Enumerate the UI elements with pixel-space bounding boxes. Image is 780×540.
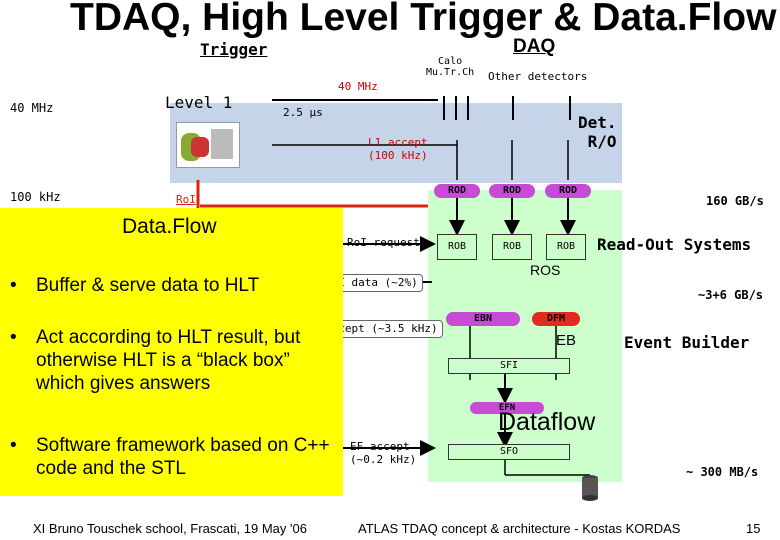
bullet-item: •Buffer & serve data to HLT bbox=[10, 275, 260, 296]
dfm-node: DFM bbox=[532, 312, 580, 326]
rod-box-1: ROD bbox=[434, 184, 480, 198]
trigger-heading: Trigger bbox=[200, 40, 268, 59]
roi-requests-label: RoI requests bbox=[347, 236, 427, 249]
bandwidth-300mbs: ~ 300 MB/s bbox=[686, 465, 759, 479]
sfo-box: SFO bbox=[448, 444, 570, 460]
rod-box-2: ROD bbox=[489, 184, 535, 198]
rob-box-3: ROB bbox=[546, 234, 586, 260]
level1-label: Level 1 bbox=[165, 93, 233, 112]
rod-box-3: ROD bbox=[545, 184, 591, 198]
rob-box-1: ROB bbox=[437, 234, 477, 260]
other-detectors-label: Other detectors bbox=[488, 70, 588, 83]
rate-40mhz-daq-label: 40 MHz bbox=[338, 80, 378, 93]
page-number: 15 bbox=[746, 521, 761, 536]
event-builder-label: Event Builder bbox=[624, 333, 750, 352]
daq-heading: DAQ bbox=[513, 36, 556, 57]
calo-mutrch-label: Calo Mu.Tr.Ch bbox=[426, 56, 475, 78]
footer-right: ATLAS TDAQ concept & architecture - Kost… bbox=[358, 521, 681, 536]
readout-systems-label: Read-Out Systems bbox=[597, 235, 752, 254]
rob-box-2: ROB bbox=[492, 234, 532, 260]
roi-data-label: RoI data (~2%) bbox=[320, 274, 423, 292]
eb-label: EB bbox=[556, 332, 577, 349]
bullet-item: •Act according to HLT result, but otherw… bbox=[10, 327, 301, 394]
latency-label: 2.5 μs bbox=[283, 106, 323, 119]
ros-label: ROS bbox=[530, 262, 561, 278]
level1-diagram-thumbnail bbox=[176, 122, 240, 168]
efn-node: EFN bbox=[470, 402, 544, 414]
dataflow-summary-panel: Data.Flow •Buffer & serve data to HLT •A… bbox=[0, 208, 343, 496]
roi-label: RoI bbox=[176, 193, 196, 206]
bullet-item: •Software framework based on C++ code an… bbox=[10, 435, 330, 479]
l1-accept-label: L1 accept (100 kHz) bbox=[368, 136, 428, 162]
rate-40mhz-label: 40 MHz bbox=[10, 101, 54, 115]
footer-left: XI Bruno Touschek school, Frascati, 19 M… bbox=[33, 521, 307, 536]
ebn-node: EBN bbox=[446, 312, 520, 326]
detector-readout-band bbox=[170, 103, 622, 183]
rate-100khz-label: 100 kHz bbox=[10, 190, 61, 204]
slide-title: TDAQ, High Level Trigger & Data.Flow bbox=[70, 0, 777, 39]
bandwidth-eb: ~3+6 GB/s bbox=[698, 288, 764, 302]
dataflow-label: Dataflow bbox=[498, 408, 596, 436]
det-ro-label: Det. R/O bbox=[578, 113, 617, 151]
ef-accept-label: EF accept (~0.2 kHz) bbox=[350, 440, 417, 466]
accept-rate-label: accept (~3.5 kHz) bbox=[320, 320, 443, 338]
panel-heading: Data.Flow bbox=[122, 215, 217, 238]
bandwidth-160gbs: 160 GB/s bbox=[706, 194, 764, 208]
sfi-box: SFI bbox=[448, 358, 570, 374]
